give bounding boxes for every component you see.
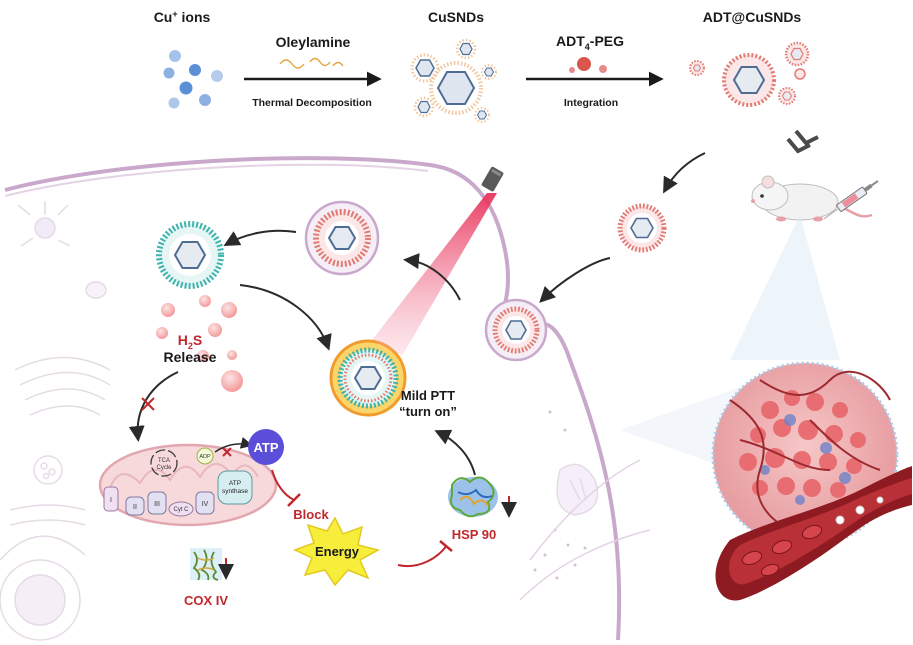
immune-cells	[760, 414, 851, 505]
adt-cusnds-particles	[689, 41, 810, 107]
arrow-adp-atp	[214, 436, 253, 453]
oleylamine-label: Oleylamine	[276, 34, 351, 50]
nanoparticle-incoming-right	[617, 203, 667, 253]
cell-membrane-inner	[4, 163, 429, 197]
complex-i: I	[103, 486, 119, 512]
adt-peg-label: ADT4-PEG	[556, 33, 624, 52]
adp-badge: ADP	[196, 447, 214, 465]
oleylamine-chain-icon	[332, 61, 344, 67]
inhibit-cross-icon	[222, 447, 232, 457]
hsp90-protein-icon	[448, 476, 498, 518]
energy-inhibit-line	[397, 545, 447, 568]
complex-iv: IV	[195, 491, 215, 515]
block-label: Block	[293, 507, 329, 522]
red-blood-cells	[741, 524, 823, 577]
syringe-icon	[823, 180, 879, 220]
tumor-vessels	[729, 370, 891, 531]
block-inhibit-bar	[287, 493, 301, 507]
svg-text:II: II	[133, 504, 137, 511]
cu-ions-label: Cu+ ions	[154, 9, 211, 25]
chevron-down-icon	[786, 129, 819, 154]
background-fiber	[519, 529, 651, 601]
teal-shell-nanoparticle	[156, 221, 224, 289]
h2s-label: H2S	[178, 332, 202, 351]
zoom-cone-mouse	[730, 215, 840, 360]
energy-burst	[293, 516, 381, 587]
h2s-bubbles	[156, 295, 243, 392]
adt-peg-molecule-icon	[577, 57, 591, 71]
endosome-nanoparticle	[304, 200, 380, 276]
complex-ii: II	[125, 496, 145, 516]
vessel-nanoparticles	[835, 496, 884, 525]
cox-iv-protein-icon	[190, 548, 222, 581]
arrow-to-ptt	[239, 284, 332, 351]
laser-emitter-icon	[481, 166, 504, 192]
background-fiber	[529, 459, 641, 561]
energy-label: Energy	[315, 544, 360, 559]
atp-synthase: ATP synthase	[217, 470, 253, 505]
cycle-label: Cycle	[156, 465, 172, 471]
tca-cycle-icon: TCA Cycle	[150, 449, 178, 477]
arrow-endocytosis	[539, 257, 611, 303]
ptt-nanoparticle	[329, 339, 407, 417]
complex-iii: III	[147, 491, 167, 515]
svg-text:ATP: ATP	[229, 480, 241, 487]
svg-text:I: I	[110, 497, 112, 504]
background-organelles	[0, 201, 599, 641]
mouse-icon	[751, 175, 873, 222]
svg-text:III: III	[154, 501, 160, 508]
laser-beam	[372, 193, 497, 356]
adt-peg-molecule-icon	[569, 67, 575, 73]
hsp90-label: HSP 90	[452, 527, 497, 542]
thermal-decomposition-label: Thermal Decomposition	[252, 97, 372, 109]
integration-label: Integration	[564, 97, 618, 109]
svg-text:Cyt C: Cyt C	[174, 507, 190, 513]
svg-text:IV: IV	[202, 501, 209, 508]
tca-label: TCA	[158, 458, 170, 464]
nanoparticle-endocytosis	[484, 298, 548, 362]
energy-inhibit-bar	[439, 540, 453, 552]
cox-iv-label: COX IV	[184, 593, 228, 608]
svg-text:ADP: ADP	[199, 454, 211, 460]
svg-text:ATP: ATP	[253, 440, 278, 455]
adt-peg-molecule-icon	[599, 65, 607, 73]
oleylamine-chain-icon	[309, 57, 331, 67]
mild-ptt-label: Mild PTT	[401, 388, 455, 403]
tumor-cells	[739, 390, 866, 498]
atp-badge: ATP	[248, 429, 284, 465]
cusnds-nanodisks	[410, 38, 497, 123]
arrow-to-mitochondria	[128, 371, 179, 442]
cusnds-label: CuSNDs	[428, 9, 484, 25]
cyt-c: Cyt C	[168, 501, 194, 517]
block-inhibit-line	[271, 469, 295, 501]
release-label: Release	[164, 349, 217, 365]
cu-ions-cluster	[163, 50, 223, 109]
svg-text:synthase: synthase	[222, 488, 248, 495]
inhibit-cross-icon	[141, 397, 155, 411]
arrow-to-cell	[663, 152, 706, 194]
arrow-to-release	[223, 229, 297, 246]
arrow-to-endosome	[403, 253, 461, 301]
arrow-hsp-to-ptt	[434, 429, 476, 476]
turn-on-label: “turn on”	[399, 404, 457, 419]
oleylamine-chain-icon	[279, 59, 305, 69]
adt-cusnds-label: ADT@CuSNDs	[703, 9, 802, 25]
